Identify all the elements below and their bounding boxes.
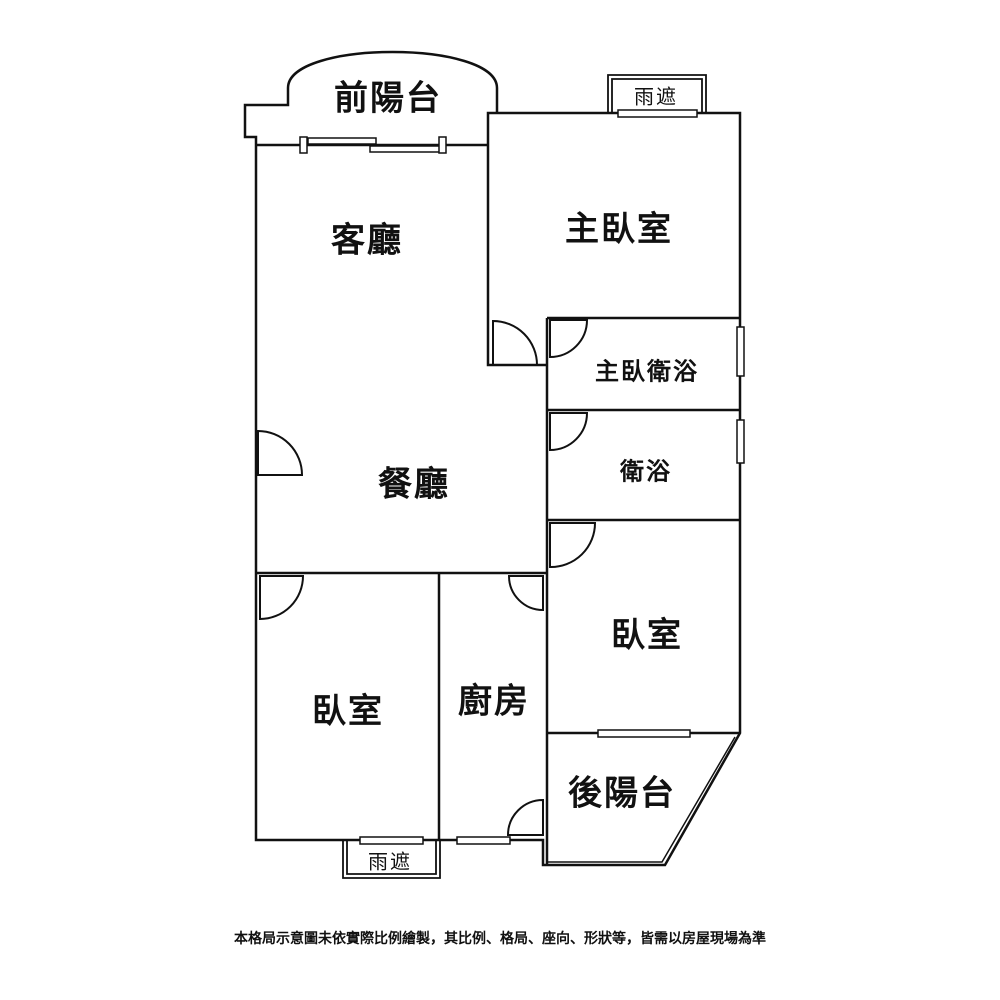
label-bedroom-right: 臥室 — [611, 615, 683, 656]
window — [456, 836, 511, 845]
label-dining-room: 餐廳 — [378, 464, 450, 505]
label-master-bedroom: 主臥室 — [565, 209, 673, 250]
canopy-bottom — [342, 840, 441, 879]
label-canopy-top: 雨遮 — [634, 84, 678, 109]
label-master-bath: 主臥衛浴 — [595, 357, 699, 386]
door-back-balcony — [506, 798, 544, 836]
door-post — [299, 136, 308, 154]
window — [359, 836, 424, 845]
door-master-bedroom — [492, 319, 539, 366]
doors — [257, 319, 597, 836]
label-living-room: 客廳 — [331, 220, 403, 261]
label-front-balcony: 前陽台 — [334, 78, 442, 119]
balcony-railing — [547, 736, 736, 863]
sliding-door — [307, 137, 377, 145]
disclaimer-footnote: 本格局示意圖未依實際比例繪製，其比例、格局、座向、形狀等，皆需以房屋現場為準 — [234, 931, 766, 947]
door-dining — [257, 429, 304, 476]
window — [597, 729, 691, 738]
door-kitchen — [507, 575, 544, 612]
label-canopy-bottom: 雨遮 — [368, 849, 412, 874]
label-back-balcony: 後陽台 — [568, 773, 676, 814]
label-bathroom: 衛浴 — [620, 457, 672, 486]
door-bedroom-right — [549, 522, 597, 569]
window — [617, 109, 698, 118]
sliding-door — [369, 145, 441, 153]
interior-walls — [256, 316, 740, 840]
door-master-bath — [549, 319, 589, 359]
label-bedroom-left: 臥室 — [312, 691, 384, 732]
door-post — [438, 136, 447, 154]
door-bathroom — [549, 412, 589, 452]
window — [736, 419, 745, 464]
label-kitchen: 廚房 — [458, 681, 530, 722]
front-balcony-wall — [243, 50, 499, 145]
window — [736, 326, 745, 377]
canopy-top — [607, 74, 707, 113]
door-bedroom-left — [259, 575, 305, 621]
